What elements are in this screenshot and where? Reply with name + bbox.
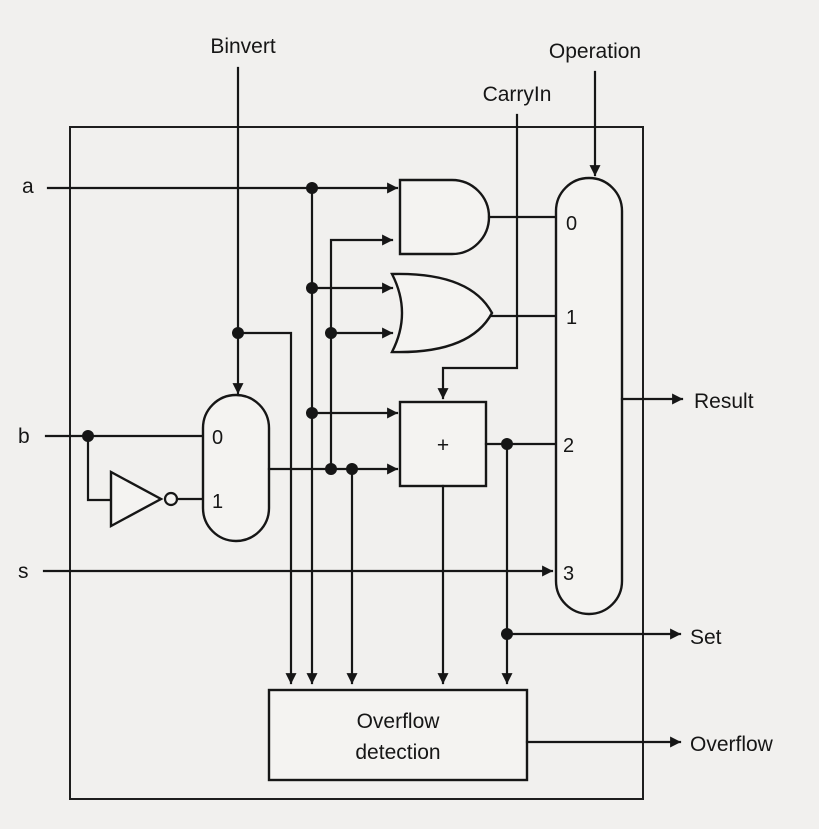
binvert-label: Binvert [210,35,276,58]
junction-dot [325,463,337,475]
result-mux-in1-label: 1 [566,307,577,329]
alu-frame [69,126,644,800]
junction-dot [501,628,513,640]
junction-dot [346,463,358,475]
overflow-block-line2: detection [355,741,440,764]
result-mux-in3-label: 3 [563,563,574,585]
junction-dot [306,182,318,194]
b-mux-in0-label: 0 [212,427,223,449]
junction-dot [306,407,318,419]
result-label: Result [694,390,754,413]
operation-label: Operation [549,40,641,63]
binvert-to-overflow-wire [236,331,297,685]
b-bus [329,234,394,471]
junction-dot [82,430,94,442]
or-gate [390,272,494,354]
junction-dot [501,438,513,450]
junction-dot [232,327,244,339]
set-label: Set [690,626,722,649]
result-mux-in2-label: 2 [563,435,574,457]
and-gate [398,178,491,256]
input-less-label: s [18,560,29,583]
junction-dot [325,327,337,339]
b-mux-in1-label: 1 [212,491,223,513]
input-b-label: b [18,425,30,448]
overflow-label: Overflow [690,733,774,756]
result-mux-in0-label: 0 [566,213,577,235]
b-mux [201,393,271,543]
junction-dot [306,282,318,294]
inverter-bubble [163,491,179,507]
adder-symbol: + [437,434,449,457]
inverter-gate [109,469,164,529]
input-a-label: a [22,175,34,198]
overflow-detection-block [267,688,529,782]
overflow-block-line1: Overflow [357,710,441,733]
carryin-wire [437,113,519,400]
result-mux [554,176,624,616]
b-invert-branch [86,434,112,502]
carryin-label: CarryIn [483,83,552,106]
